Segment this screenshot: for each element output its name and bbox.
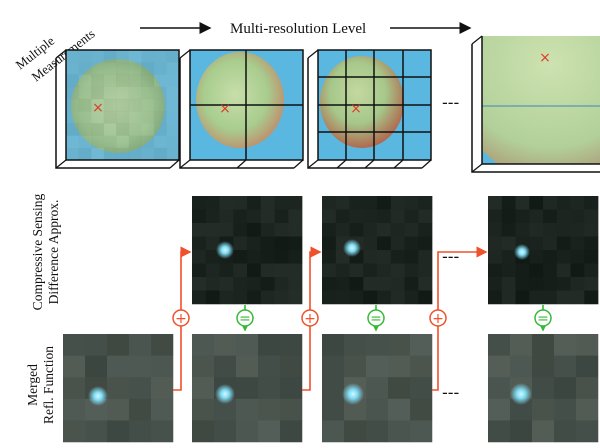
merged-refl-tile	[63, 334, 174, 443]
svg-text:=: =	[370, 311, 382, 327]
red-cross-marker-icon: ×	[92, 100, 104, 116]
svg-text:Merged: Merged	[25, 364, 40, 406]
plus-circle-icon: +	[429, 309, 447, 327]
svg-text:+: +	[432, 311, 444, 327]
plus-circle-icon: +	[301, 309, 319, 327]
svg-text:=: =	[537, 311, 549, 327]
resolution-level-1-image: ×	[55, 49, 180, 169]
resolution-level-final-image: ×	[471, 35, 600, 173]
equals-circle-icon: =	[534, 309, 552, 327]
svg-text:Refl. Function: Refl. Function	[41, 346, 56, 424]
difference-approx-tile	[322, 196, 433, 305]
equals-circle-icon: =	[367, 309, 385, 327]
svg-text:+: +	[175, 311, 187, 327]
merged-refl-tile	[488, 334, 599, 443]
multi-resolution-level-label: Multi-resolution Level	[230, 21, 366, 37]
continuation-dashes: ---	[442, 383, 459, 402]
difference-approx-tile	[488, 196, 599, 305]
merged-refl-tile	[192, 334, 303, 443]
red-cross-marker-icon: ×	[539, 50, 551, 66]
merged-refl-function-label: Merged Refl. Function	[25, 346, 56, 424]
merged-refl-tile	[322, 334, 433, 443]
equals-circle-icon: =	[236, 309, 254, 327]
continuation-dashes: ---	[442, 93, 459, 112]
svg-text:=: =	[239, 311, 251, 327]
plus-circle-icon: +	[172, 309, 190, 327]
continuation-dashes: ---	[442, 247, 459, 266]
red-cross-marker-icon: ×	[219, 101, 231, 117]
red-cross-marker-icon: ×	[350, 101, 362, 117]
resolution-level-3-image: ×	[307, 49, 432, 169]
difference-approx-tile	[192, 196, 303, 305]
svg-text:Compressive Sensing: Compressive Sensing	[30, 193, 45, 310]
compressive-sensing-label: Compressive Sensing Difference Approx.	[30, 193, 61, 310]
svg-text:Difference Approx.: Difference Approx.	[46, 200, 61, 305]
resolution-level-2-image: ×	[179, 49, 304, 169]
svg-text:+: +	[304, 311, 316, 327]
